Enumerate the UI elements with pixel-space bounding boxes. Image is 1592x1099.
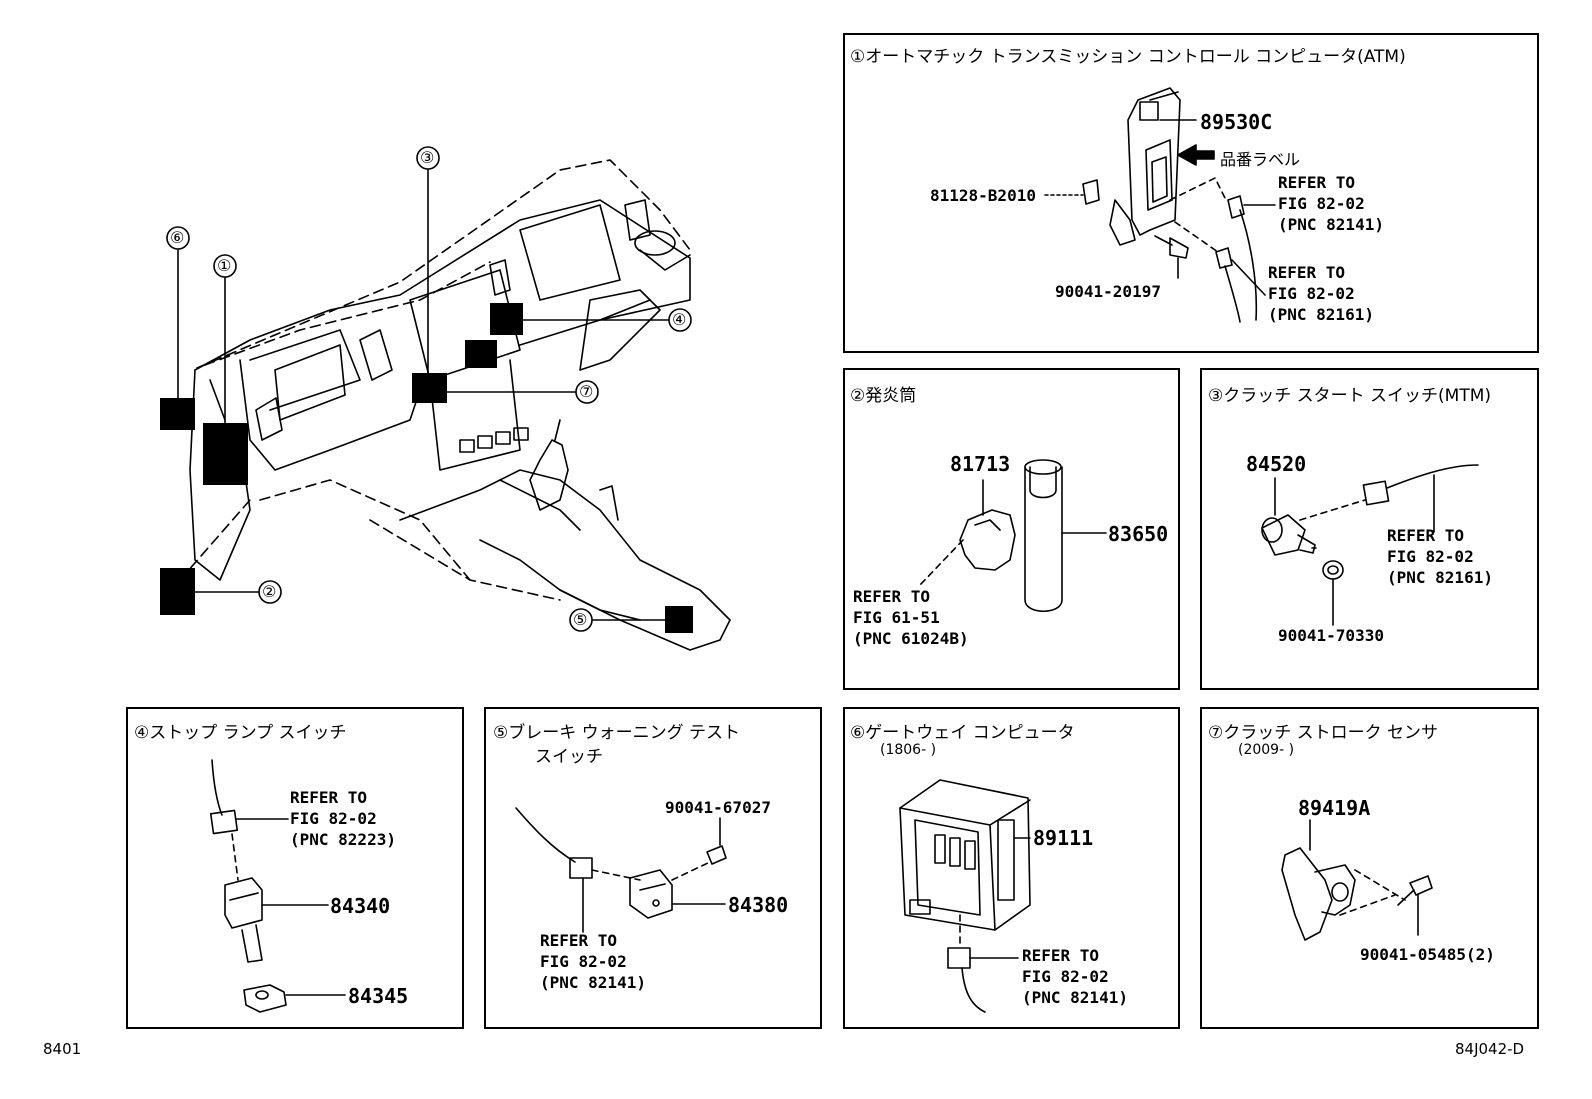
flare-drawing: [919, 459, 1107, 612]
refer-to-fig-82-02-d: REFER TO FIG 82-02 (PNC 82223): [290, 788, 396, 849]
panel-gateway-computer-title: ⑥ゲートウェイ コンピュータ: [850, 723, 1075, 743]
dashboard-illustration: [179, 159, 731, 651]
part-84380: 84380: [728, 893, 789, 917]
panel-stop-lamp-switch-title: ④ストップ ランプ スイッチ: [134, 723, 347, 743]
callout-5: ⑤: [573, 610, 588, 629]
panel-clutch-stroke-sensor-range: (2009- ): [1238, 742, 1295, 758]
figure-number-right: 84J042-D: [1455, 1040, 1525, 1058]
part-90041-20197: 90041-20197: [1055, 282, 1161, 301]
panel-flare: [843, 368, 1180, 690]
location-markers: [160, 303, 693, 633]
part-84340: 84340: [330, 894, 391, 918]
refer-to-fig-61-51: REFER TO FIG 61-51 (PNC 61024B): [853, 587, 969, 648]
callout-3: ③: [420, 148, 435, 167]
part-number-label-note: 品番ラベル: [1220, 150, 1301, 169]
part-89530C: 89530C: [1200, 110, 1273, 134]
part-89419A: 89419A: [1298, 796, 1371, 820]
part-90041-05485: 90041-05485(2): [1360, 945, 1495, 964]
part-89111: 89111: [1033, 826, 1094, 850]
panel-atm-computer: [843, 33, 1539, 353]
panel-clutch-stroke-sensor-title: ⑦クラッチ ストローク センサ: [1208, 723, 1439, 743]
callout-1: ①: [217, 256, 232, 275]
callout-7: ⑦: [579, 382, 594, 401]
refer-to-fig-82-02-f: REFER TO FIG 82-02 (PNC 82141): [1022, 946, 1128, 1007]
refer-to-fig-82-02-e: REFER TO FIG 82-02 (PNC 82141): [540, 931, 646, 992]
panel-clutch-stroke-sensor: [1200, 707, 1539, 1029]
clutch-stroke-sensor-drawing: [1281, 819, 1433, 941]
panel-stop-lamp-switch: [126, 707, 464, 1029]
gateway-computer-drawing: [899, 779, 1031, 1013]
brake-warning-switch-drawing: [515, 807, 727, 933]
part-90041-70330: 90041-70330: [1278, 626, 1384, 645]
panel-brake-warning-switch: [484, 707, 822, 1029]
panel-flare-title: ②発炎筒: [850, 386, 917, 406]
panel-gateway-computer-range: (1806- ): [880, 742, 937, 758]
part-81128-B2010: 81128-B2010: [930, 186, 1036, 205]
figure-number-left: 8401: [43, 1040, 82, 1058]
part-84345: 84345: [348, 984, 409, 1008]
refer-to-fig-82-02-c: REFER TO FIG 82-02 (PNC 82161): [1387, 526, 1493, 587]
part-81713: 81713: [950, 452, 1011, 476]
panel-clutch-start-switch: [1200, 368, 1539, 690]
callout-leaders: [177, 169, 669, 621]
callout-4: ④: [672, 310, 687, 329]
panel-atm-computer-title: ①オートマチック トランスミッション コントロール コンピュータ(ATM): [850, 47, 1406, 67]
part-84520: 84520: [1246, 452, 1307, 476]
callout-2: ②: [262, 582, 277, 601]
atm-computer-drawing: [1044, 87, 1276, 323]
part-83650: 83650: [1108, 522, 1169, 546]
refer-to-fig-82-02-b: REFER TO FIG 82-02 (PNC 82161): [1268, 263, 1374, 324]
callout-circles: [166, 146, 692, 632]
callout-6: ⑥: [170, 228, 185, 247]
stop-lamp-switch-drawing: [209, 759, 346, 1013]
panel-gateway-computer: [843, 707, 1180, 1029]
panel-brake-warning-switch-title-line2: スイッチ: [535, 747, 603, 767]
panel-brake-warning-switch-title: ⑤ブレーキ ウォーニング テスト: [493, 723, 741, 743]
refer-to-fig-82-02-a: REFER TO FIG 82-02 (PNC 82141): [1278, 173, 1384, 234]
clutch-start-switch-drawing: [1261, 464, 1479, 626]
panel-clutch-start-switch-title: ③クラッチ スタート スイッチ(MTM): [1208, 386, 1492, 406]
part-90041-67027: 90041-67027: [665, 798, 771, 817]
